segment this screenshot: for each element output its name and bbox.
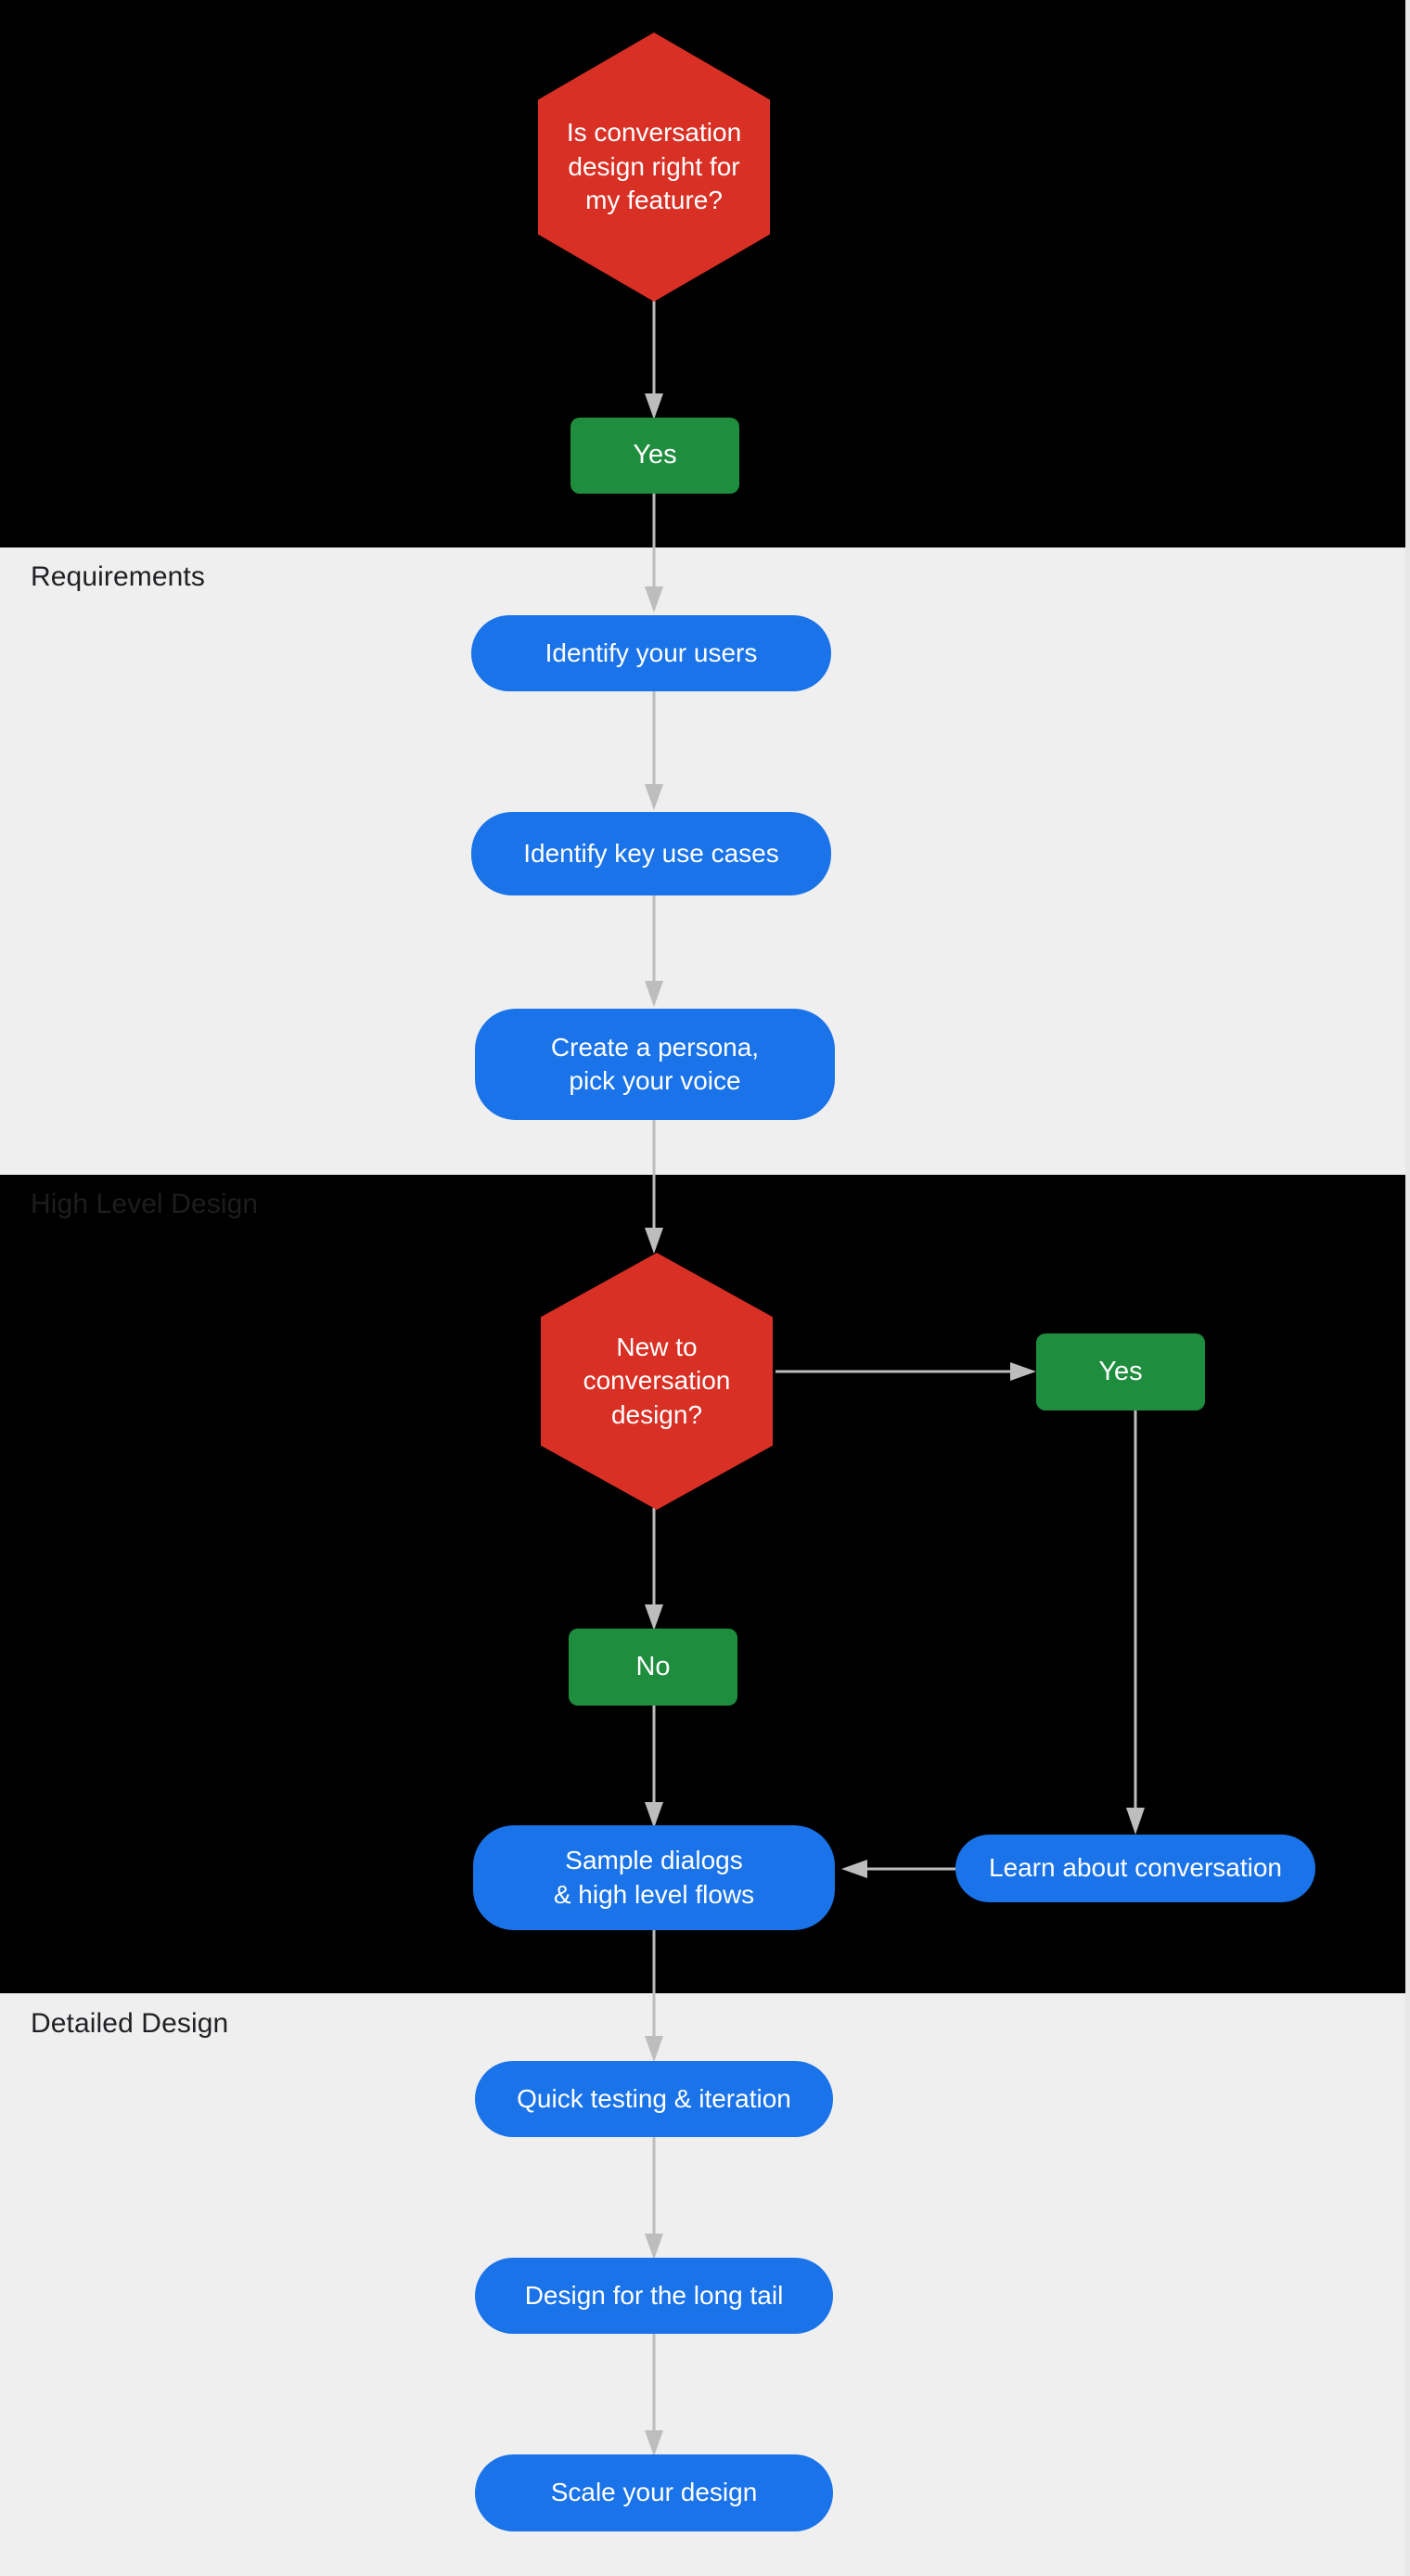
sample-dialogs-line-2: & high level flows <box>553 1879 755 1909</box>
decision1-line-3: my feature? <box>585 186 723 215</box>
process-node-learn-about-conversation[interactable]: Learn about conversation <box>955 1835 1315 1902</box>
decision1-line-2: design right for <box>568 151 740 181</box>
connector-sample-dialogs-to-quick-testing <box>640 1930 668 2069</box>
decision2-node-label: New to conversation design? <box>583 1331 731 1432</box>
decision2-line-2: conversation <box>583 1366 731 1396</box>
decision-node-conversation-design-right[interactable]: Is conversation design right for my feat… <box>538 32 770 302</box>
connector-quick-testing-to-long-tail <box>640 2137 668 2267</box>
process-node-create-a-persona[interactable]: Create a persona, pick your voice <box>475 1009 835 1120</box>
answer-node-no[interactable]: No <box>569 1629 737 1706</box>
process-node-design-for-the-long-tail[interactable]: Design for the long tail <box>475 2258 833 2334</box>
connector-no-to-sample-dialogs <box>640 1706 668 1835</box>
process-node-scale-your-design[interactable]: Scale your design <box>475 2454 833 2531</box>
section-label-high-level: High Level Design <box>31 1189 259 1219</box>
decision-node-label: Is conversation design right for my feat… <box>567 116 741 217</box>
process-node-identify-key-use-cases[interactable]: Identify key use cases <box>471 812 831 895</box>
sample-dialogs-line-1: Sample dialogs <box>565 1846 743 1875</box>
connector-decision1-to-yes1 <box>640 297 668 427</box>
answer-node-yes-1[interactable]: Yes <box>570 418 739 494</box>
connector-learn-about-to-sample-dialogs <box>833 1855 963 1883</box>
decision2-line-1: New to <box>616 1332 698 1361</box>
connector-yes1-to-identify-users <box>640 494 668 619</box>
decision1-line-1: Is conversation <box>566 118 742 148</box>
process-node-sample-dialogs[interactable]: Sample dialogs & high level flows <box>473 1825 835 1930</box>
connector-long-tail-to-scale-design <box>640 2334 668 2464</box>
connector-persona-to-decision2 <box>640 1120 668 1259</box>
sample-dialogs-label: Sample dialogs & high level flows <box>554 1844 754 1912</box>
process-node-quick-testing-iteration[interactable]: Quick testing & iteration <box>475 2061 833 2137</box>
decision2-line-3: design? <box>610 1399 703 1429</box>
process-node-identify-your-users[interactable]: Identify your users <box>471 615 831 691</box>
answer-node-yes-2[interactable]: Yes <box>1036 1333 1205 1410</box>
create-persona-line-1: Create a persona, <box>550 1032 760 1062</box>
connector-decision2-to-no <box>640 1508 668 1638</box>
section-label-requirements: Requirements <box>31 561 205 592</box>
right-edge-strip <box>1405 0 1410 2576</box>
create-persona-line-2: pick your voice <box>569 1066 741 1095</box>
connector-decision2-to-yes2 <box>776 1358 1045 1385</box>
connector-identify-users-to-use-cases <box>640 691 668 817</box>
create-persona-label: Create a persona, pick your voice <box>551 1031 759 1099</box>
connector-use-cases-to-persona <box>640 895 668 1011</box>
connector-yes2-to-learn-about <box>1122 1410 1149 1842</box>
section-label-detailed: Detailed Design <box>31 2008 229 2039</box>
